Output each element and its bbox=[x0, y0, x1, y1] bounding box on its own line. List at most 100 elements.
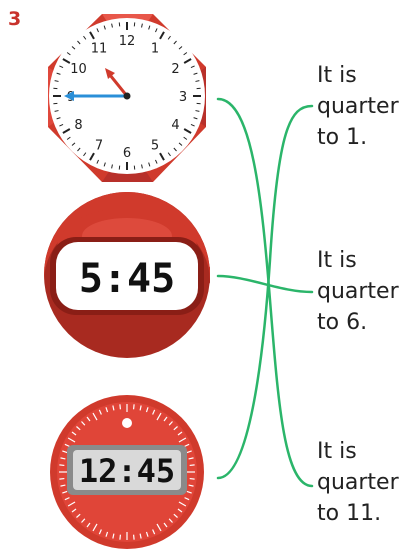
round-clock-time: 5:45 bbox=[79, 256, 175, 302]
minute-tick bbox=[54, 110, 59, 112]
minute-tick bbox=[111, 164, 113, 169]
statement-quarter-to-1: It is quarter to 1. bbox=[317, 60, 399, 153]
stopwatch-tick bbox=[112, 533, 115, 539]
stopwatch-button bbox=[122, 418, 132, 428]
stopwatch-tick bbox=[145, 531, 149, 537]
minute-tick bbox=[193, 117, 198, 120]
minute-tick bbox=[183, 136, 188, 140]
stopwatch-ticks bbox=[59, 404, 195, 540]
stopwatch-tick bbox=[92, 412, 98, 421]
clock-number: 6 bbox=[123, 146, 131, 161]
stopwatch-tick bbox=[186, 450, 192, 454]
statement-line: to 1. bbox=[317, 125, 368, 150]
minute-tick bbox=[103, 162, 106, 167]
hour-tick bbox=[159, 31, 165, 40]
round-clock-screen bbox=[56, 242, 198, 310]
stopwatch-tick bbox=[86, 522, 91, 528]
minute-tick bbox=[183, 52, 188, 56]
minute-tick bbox=[141, 164, 143, 169]
stopwatch-tick bbox=[152, 409, 156, 415]
statement-line: quarter bbox=[317, 470, 399, 495]
minute-tick bbox=[77, 147, 81, 152]
stopwatch-tick bbox=[163, 416, 168, 422]
minute-tick bbox=[193, 72, 198, 75]
statement-line: to 6. bbox=[317, 310, 368, 335]
stopwatch-tick bbox=[163, 522, 168, 528]
minute-tick bbox=[66, 136, 71, 140]
stopwatch-tick bbox=[184, 497, 190, 501]
hour-tick bbox=[183, 128, 192, 134]
stopwatch-tick bbox=[132, 534, 135, 540]
statement-line: quarter bbox=[317, 279, 399, 304]
stopwatch-tick bbox=[59, 464, 65, 467]
stopwatch-tick bbox=[62, 490, 68, 494]
stopwatch-tick bbox=[81, 421, 86, 426]
minute-tick bbox=[148, 25, 151, 30]
stopwatch-tick bbox=[71, 431, 77, 436]
analog-clock-numbers: 121234567891011 bbox=[67, 34, 187, 161]
stopwatch-tick bbox=[188, 457, 194, 460]
stopwatch-tick bbox=[189, 464, 195, 467]
minute-tick bbox=[190, 124, 195, 127]
stopwatch-tick bbox=[188, 484, 194, 487]
minute-tick bbox=[54, 80, 59, 82]
hour-tick bbox=[89, 31, 95, 40]
minute-tick bbox=[178, 46, 183, 50]
hour-tick bbox=[62, 128, 71, 134]
minute-tick bbox=[155, 159, 158, 164]
stopwatch-tick bbox=[92, 523, 98, 532]
hour-tick bbox=[62, 58, 71, 64]
stopwatch-tick bbox=[152, 529, 156, 535]
hour-tick bbox=[159, 152, 165, 161]
minute-tick bbox=[59, 65, 64, 68]
minute-tick bbox=[190, 65, 195, 68]
statement-line: to 11. bbox=[317, 501, 382, 526]
stopwatch-tick bbox=[145, 407, 149, 413]
minute-tick bbox=[56, 117, 61, 120]
minute-tick bbox=[173, 147, 177, 152]
match-line-round-to-6 bbox=[216, 274, 314, 294]
analog-clock-ticks bbox=[53, 22, 201, 170]
stopwatch-tick bbox=[177, 431, 183, 436]
stopwatch-tick bbox=[59, 477, 65, 480]
stopwatch-tick bbox=[184, 443, 190, 447]
stopwatch-tick bbox=[173, 426, 178, 431]
clock-number: 3 bbox=[179, 90, 187, 105]
clock-number: 10 bbox=[70, 62, 87, 77]
stopwatch-tick bbox=[67, 501, 76, 507]
stopwatch-tick bbox=[76, 426, 81, 431]
minute-tick bbox=[167, 152, 171, 157]
minute-tick bbox=[96, 159, 99, 164]
statement-quarter-to-11: It is quarter to 11. bbox=[317, 436, 399, 529]
stopwatch-tick bbox=[60, 457, 66, 460]
clock-number: 12 bbox=[119, 34, 136, 49]
stopwatch-tick bbox=[67, 437, 76, 443]
clock-number: 1 bbox=[151, 42, 159, 57]
clock-centre bbox=[123, 92, 131, 100]
stopwatch-tick bbox=[168, 518, 173, 523]
minute-tick bbox=[96, 28, 99, 33]
hour-hand-arrow bbox=[105, 68, 115, 79]
stopwatch-tick bbox=[156, 523, 162, 532]
stopwatch-tick bbox=[105, 407, 109, 413]
minute-tick bbox=[111, 23, 113, 28]
match-line-analog-to-11 bbox=[216, 97, 314, 488]
stopwatch-tick bbox=[139, 533, 142, 539]
minute-tick bbox=[167, 35, 171, 40]
minute-tick bbox=[195, 80, 200, 82]
clock-number: 8 bbox=[74, 118, 82, 133]
minute-tick bbox=[195, 110, 200, 112]
stopwatch-tick bbox=[173, 513, 178, 518]
match-line-stopwatch-to-1 bbox=[216, 104, 314, 480]
hour-hand bbox=[108, 73, 129, 98]
clock-number: 5 bbox=[151, 138, 159, 153]
hour-tick bbox=[89, 152, 95, 161]
stopwatch-tick bbox=[139, 405, 142, 411]
minute-tick bbox=[103, 25, 106, 30]
stopwatch-tick bbox=[86, 416, 91, 422]
stopwatch-tick bbox=[62, 450, 68, 454]
minute-tick bbox=[83, 152, 87, 157]
statement-line: It is bbox=[317, 63, 357, 88]
question-number: 3 bbox=[8, 8, 22, 30]
